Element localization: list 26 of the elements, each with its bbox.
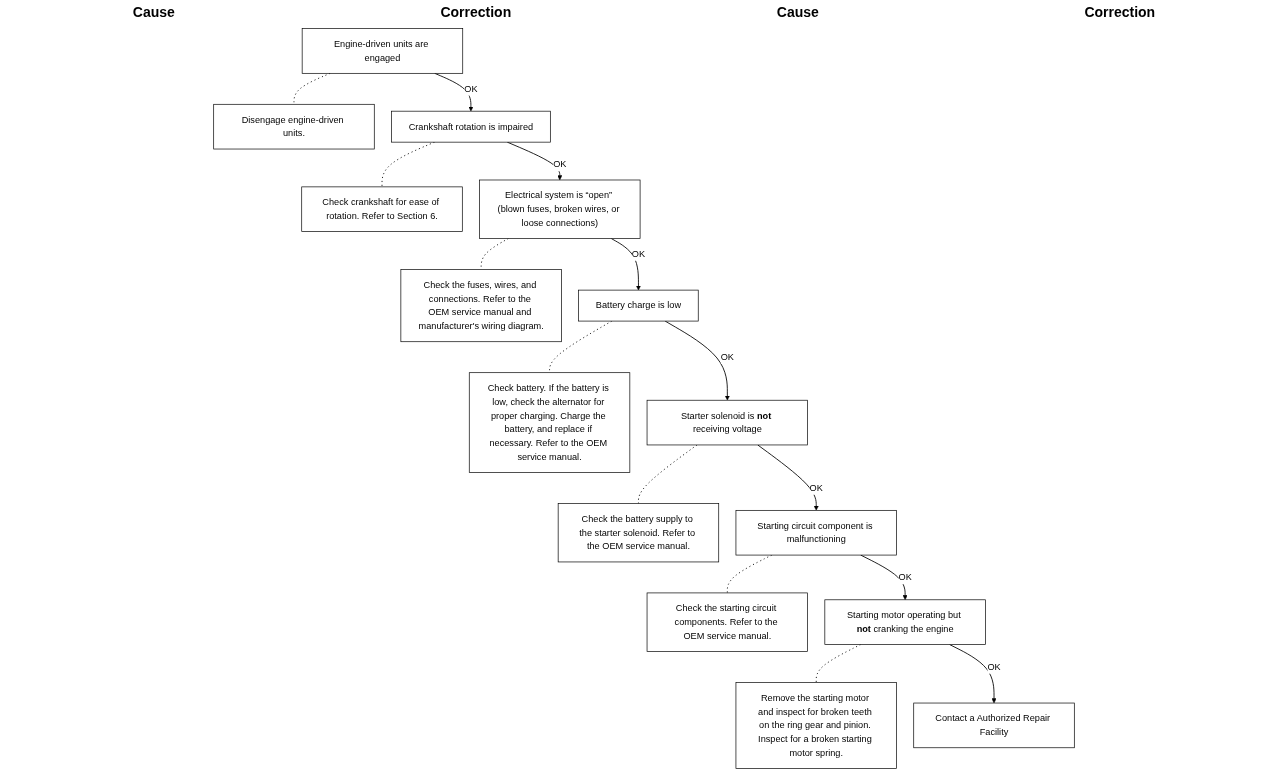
node-box: Check the battery supply to the starter solenoid. Refer to the OEM service manual. bbox=[557, 503, 720, 563]
node-box: Remove the starting motor and inspect for broken teeth on the ring gear and pinion. Inspect for a broken starting motor spring. bbox=[735, 682, 897, 769]
edge-label: OK bbox=[464, 83, 478, 94]
edge-label: OK bbox=[720, 352, 734, 362]
node-box: Check crankshaft for ease of rotation. Refer to Section 6. bbox=[301, 186, 463, 232]
column-heading: Correction bbox=[440, 4, 512, 20]
node-box: Starting motor operating but not cranking the engine bbox=[824, 599, 986, 645]
node-box: Crankshaft rotation is impaired bbox=[391, 110, 551, 143]
node-box: Check the starting circuit components. Refer to the OEM service manual. bbox=[646, 592, 808, 652]
edge-label: OK bbox=[553, 159, 567, 170]
node-box: Engine-driven units are engaged bbox=[301, 28, 464, 74]
node-box: Electrical system is “open” (blown fuses, broken wires, or loose connections) bbox=[479, 179, 641, 239]
node-box: Contact a Authorized Repair Facility bbox=[913, 702, 1075, 749]
node-box: Starter solenoid is not receiving voltage bbox=[646, 399, 808, 446]
node-box: Check battery. If the battery is low, check the alternator for proper charging. Charge the battery, and replace if necessary. Refer to the OEM service manual. bbox=[468, 372, 631, 473]
column-heading: Correction bbox=[1084, 4, 1156, 20]
edge-label: OK bbox=[631, 248, 646, 259]
edge-label: OK bbox=[987, 661, 1001, 672]
column-heading: Cause bbox=[776, 4, 819, 20]
edge-label: OK bbox=[898, 572, 912, 583]
node-box: Disengage engine-driven units. bbox=[213, 103, 375, 150]
node-box: Check the fuses, wires, and connections. Refer to the OEM service manual and manufacturer's wiring diagram. bbox=[400, 269, 562, 343]
column-heading: Cause bbox=[132, 4, 175, 20]
edge-label: OK bbox=[809, 482, 823, 493]
node-box: Starting circuit component is malfunctioning bbox=[735, 510, 897, 556]
node-box: Battery charge is low bbox=[578, 289, 699, 322]
